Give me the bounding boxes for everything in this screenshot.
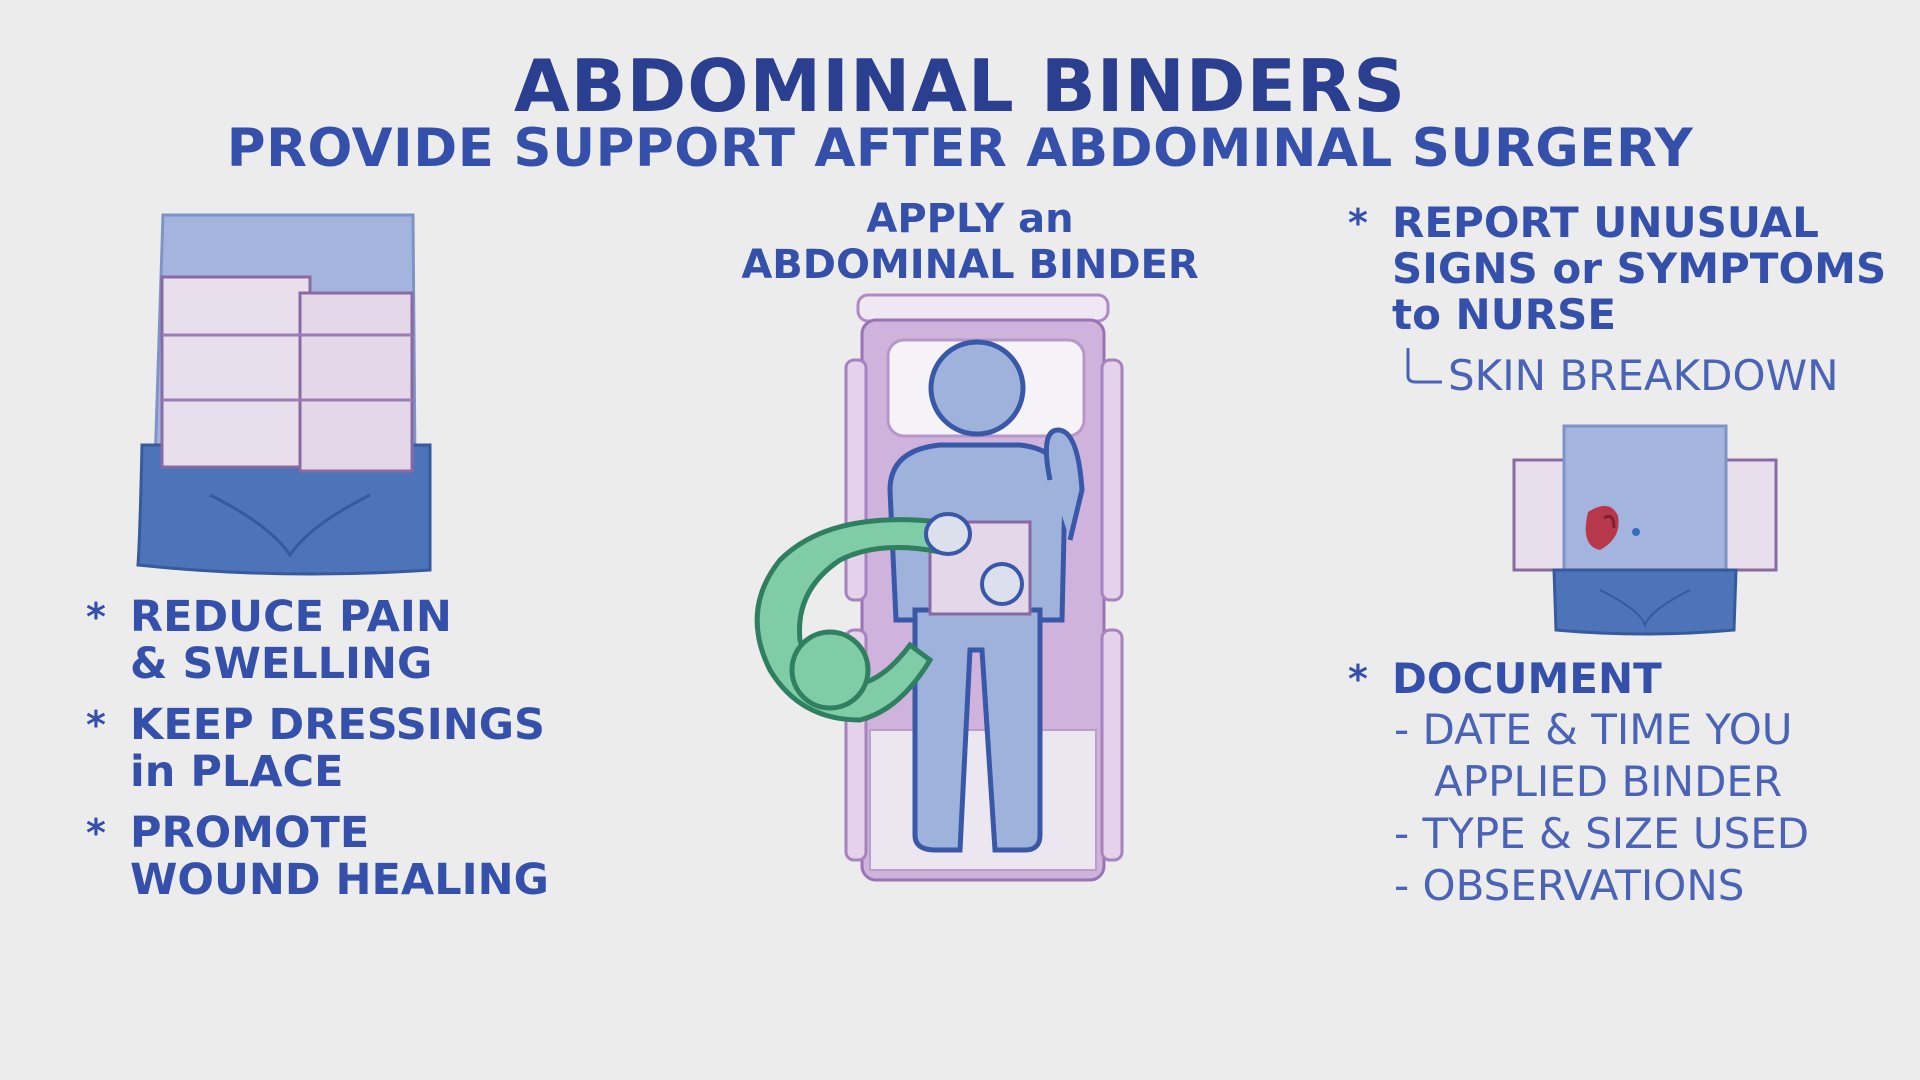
report-item: * REPORT UNUSUAL SIGNS or SYMPTOMS to NU… <box>1348 198 1887 339</box>
torso-with-binder-illustration <box>130 205 440 585</box>
skin-breakdown-label: SKIN BREAKDOWN <box>1448 351 1839 400</box>
benefits-list: * REDUCE PAIN & SWELLING * KEEP DRESSING… <box>86 594 549 918</box>
page-subtitle: PROVIDE SUPPORT AFTER ABDOMINAL SURGERY <box>226 118 1694 179</box>
document-details-list: - DATE & TIME YOU APPLIED BINDER - TYPE … <box>1394 704 1809 912</box>
report-symptoms-block: * REPORT UNUSUAL SIGNS or SYMPTOMS to NU… <box>1348 200 1886 352</box>
document-detail-type-size: - TYPE & SIZE USED <box>1394 809 1810 858</box>
document-detail-observations: - OBSERVATIONS <box>1394 861 1745 910</box>
skin-breakdown-illustration <box>1510 420 1780 640</box>
document-block: * DOCUMENT <box>1348 656 1662 716</box>
patient-in-bed-illustration <box>740 290 1130 890</box>
document-detail-date-time: - DATE & TIME YOU <box>1394 705 1793 754</box>
document-item: * DOCUMENT <box>1348 654 1662 703</box>
benefit-item-wound-healing: * PROMOTE WOUND HEALING <box>86 808 549 905</box>
asterisk-icon: * <box>86 595 106 639</box>
connector-line-icon <box>1404 346 1444 386</box>
page-title: ABDOMINAL BINDERS <box>513 44 1407 128</box>
asterisk-icon: * <box>1348 657 1368 701</box>
document-detail-applied: APPLIED BINDER <box>1394 757 1783 806</box>
benefit-item-keep-dressings: * KEEP DRESSINGS in PLACE <box>86 700 545 797</box>
asterisk-icon: * <box>86 703 106 747</box>
asterisk-icon: * <box>86 811 106 855</box>
benefit-item-reduce-pain: * REDUCE PAIN & SWELLING <box>86 592 452 689</box>
asterisk-icon: * <box>1348 201 1368 245</box>
apply-binder-heading: APPLY an ABDOMINAL BINDER <box>741 196 1199 288</box>
